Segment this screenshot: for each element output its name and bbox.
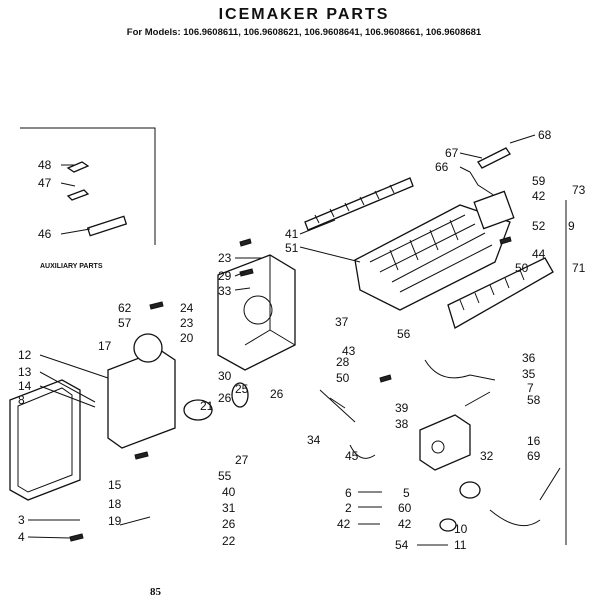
callout-15: 15 xyxy=(108,478,122,492)
callout-38: 38 xyxy=(395,417,409,431)
callout-33: 33 xyxy=(218,284,232,298)
callout-35: 35 xyxy=(522,367,536,381)
leader-lines xyxy=(27,134,561,546)
callout-31: 31 xyxy=(222,501,236,515)
callout-3: 3 xyxy=(18,513,25,527)
ejector-blade xyxy=(304,177,414,231)
callout-11: 11 xyxy=(454,538,467,552)
stripper xyxy=(447,257,554,329)
callout-17: 17 xyxy=(98,339,112,353)
callout-10: 10 xyxy=(454,522,468,536)
callout-22: 22 xyxy=(222,534,236,548)
callout-71: 71 xyxy=(572,261,586,275)
callout-28: 28 xyxy=(336,355,350,369)
mounting-plate xyxy=(107,349,176,449)
callout-54: 54 xyxy=(395,538,409,552)
aux-part-48 xyxy=(66,161,90,173)
front-cover xyxy=(9,379,81,501)
callout-42c: 42 xyxy=(398,517,412,531)
callout-41: 41 xyxy=(285,227,299,241)
inlet-tube xyxy=(489,509,541,527)
callout-20: 20 xyxy=(180,331,194,345)
callout-67: 67 xyxy=(445,146,459,160)
callout-46: 46 xyxy=(38,227,52,241)
callout-73: 73 xyxy=(572,183,586,197)
page-title: ICEMAKER PARTS xyxy=(218,6,390,23)
ice-mold xyxy=(354,204,511,311)
aux-part-46-tube xyxy=(86,215,128,237)
callout-24: 24 xyxy=(180,301,194,315)
thermostat xyxy=(231,382,249,408)
callout-13: 13 xyxy=(18,365,32,379)
callout-6: 6 xyxy=(345,486,352,500)
mold-support-housing xyxy=(217,254,296,371)
timing-gear xyxy=(183,399,213,421)
callout-14: 14 xyxy=(18,379,32,393)
callout-69: 69 xyxy=(527,449,541,463)
model-numbers: For Models: 106.9608611, 106.9608621, 10… xyxy=(126,27,482,38)
callout-27: 27 xyxy=(235,453,249,467)
auxiliary-parts-label: AUXILIARY PARTS xyxy=(40,263,103,270)
aux-part-47 xyxy=(66,189,90,201)
fitting-32 xyxy=(459,481,481,499)
callout-26c: 26 xyxy=(222,517,236,531)
callout-25: 25 xyxy=(235,382,249,396)
callout-39: 39 xyxy=(395,401,409,415)
callout-55: 55 xyxy=(218,469,232,483)
callout-56: 56 xyxy=(397,327,411,341)
callout-58: 58 xyxy=(527,393,541,407)
callout-29: 29 xyxy=(218,269,232,283)
callout-50: 50 xyxy=(515,261,529,275)
callout-26: 26 xyxy=(270,387,284,401)
callout-2: 2 xyxy=(345,501,352,515)
auxiliary-parts-box: AUXILIARY PARTS xyxy=(20,127,156,270)
callout-40: 40 xyxy=(222,485,236,499)
callout-37: 37 xyxy=(335,315,349,329)
water-valve xyxy=(419,414,471,471)
fitting-10 xyxy=(439,518,457,532)
callout-52: 52 xyxy=(532,219,546,233)
callout-5: 5 xyxy=(403,486,410,500)
callout-8: 8 xyxy=(18,393,25,407)
callout-12: 12 xyxy=(18,348,32,362)
callout-42: 42 xyxy=(532,189,546,203)
wire-45 xyxy=(349,444,376,459)
callout-labels: 48 47 46 67 68 66 59 73 42 52 9 44 50 71… xyxy=(18,128,586,552)
callout-9: 9 xyxy=(568,219,575,233)
wiring-harness xyxy=(424,359,496,381)
callout-34: 34 xyxy=(307,433,321,447)
callout-23: 23 xyxy=(218,251,232,265)
callout-4: 4 xyxy=(18,530,25,544)
shutoff-arm xyxy=(469,147,515,230)
screws xyxy=(69,236,512,542)
callout-16: 16 xyxy=(527,434,541,448)
callout-62: 62 xyxy=(118,301,132,315)
callout-32: 32 xyxy=(480,449,494,463)
callout-47: 47 xyxy=(38,176,52,190)
callout-30: 30 xyxy=(218,369,232,383)
callout-59: 59 xyxy=(532,174,546,188)
callout-7: 7 xyxy=(527,381,534,395)
callout-19: 19 xyxy=(108,514,122,528)
callout-66: 66 xyxy=(435,160,449,174)
motor xyxy=(133,333,163,363)
callout-23b: 23 xyxy=(180,316,194,330)
callout-36: 36 xyxy=(522,351,536,365)
callout-51: 51 xyxy=(285,241,299,255)
page-number: 85 xyxy=(150,586,161,598)
callout-57: 57 xyxy=(118,316,132,330)
callout-26b: 26 xyxy=(218,391,232,405)
callout-18: 18 xyxy=(108,497,122,511)
callout-21: 21 xyxy=(200,399,214,413)
callout-45: 45 xyxy=(345,449,359,463)
callout-48: 48 xyxy=(38,158,52,172)
callout-43: 43 xyxy=(342,344,356,358)
callout-68: 68 xyxy=(538,128,552,142)
callout-50b: 50 xyxy=(336,371,350,385)
callout-44: 44 xyxy=(532,247,546,261)
callout-60: 60 xyxy=(398,501,412,515)
callout-42b: 42 xyxy=(337,517,351,531)
